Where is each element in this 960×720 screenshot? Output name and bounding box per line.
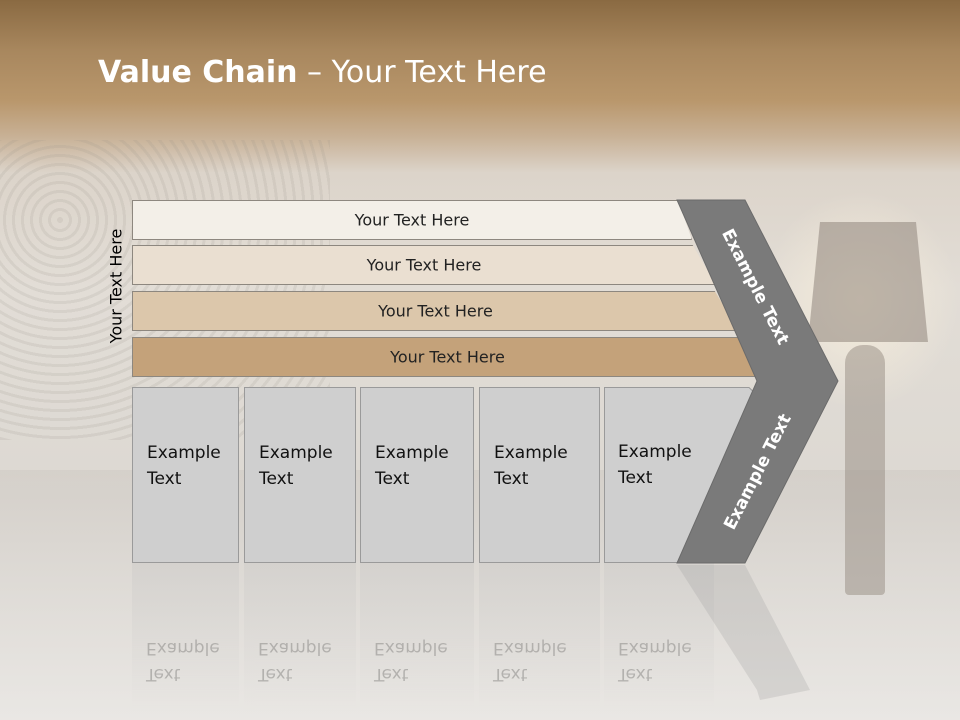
lamp-shade (808, 222, 928, 342)
bar-1-shape (132, 200, 692, 240)
slide-title: Value Chain – Your Text Here (98, 55, 547, 90)
box-2-line2: Text (259, 469, 294, 489)
box-4-line2: Text (494, 469, 529, 489)
bar-4: Your Text Here (132, 337, 763, 377)
bar-2-label: Your Text Here (366, 255, 482, 275)
bar-2-shape (132, 245, 716, 285)
title-rest: – Your Text Here (297, 55, 547, 90)
bar-1-label: Your Text Here (354, 210, 470, 230)
chevron-reflection (677, 565, 810, 700)
box-3-line1: Example (375, 443, 449, 463)
box-1-line2: Text (147, 469, 182, 489)
bar-3-label: Your Text Here (378, 301, 493, 321)
bar-4-shape (132, 337, 763, 377)
bar-3-shape (132, 291, 739, 331)
bar-4-label: Your Text Here (390, 347, 505, 367)
lamp-base (845, 345, 885, 595)
title-bold: Value Chain (98, 55, 298, 90)
box-5-line1: Example (618, 442, 692, 462)
bar-2: Your Text Here (132, 245, 716, 285)
chevron-shape (676, 199, 839, 564)
box-4-line1: Example (494, 443, 568, 463)
bar-3: Your Text Here (132, 291, 739, 331)
box-5-line2: Text (618, 468, 653, 488)
box-2-line1: Example (259, 443, 333, 463)
bar-1: Your Text Here (132, 200, 692, 240)
box-1-line1: Example (147, 443, 221, 463)
box-3-line2: Text (375, 469, 410, 489)
